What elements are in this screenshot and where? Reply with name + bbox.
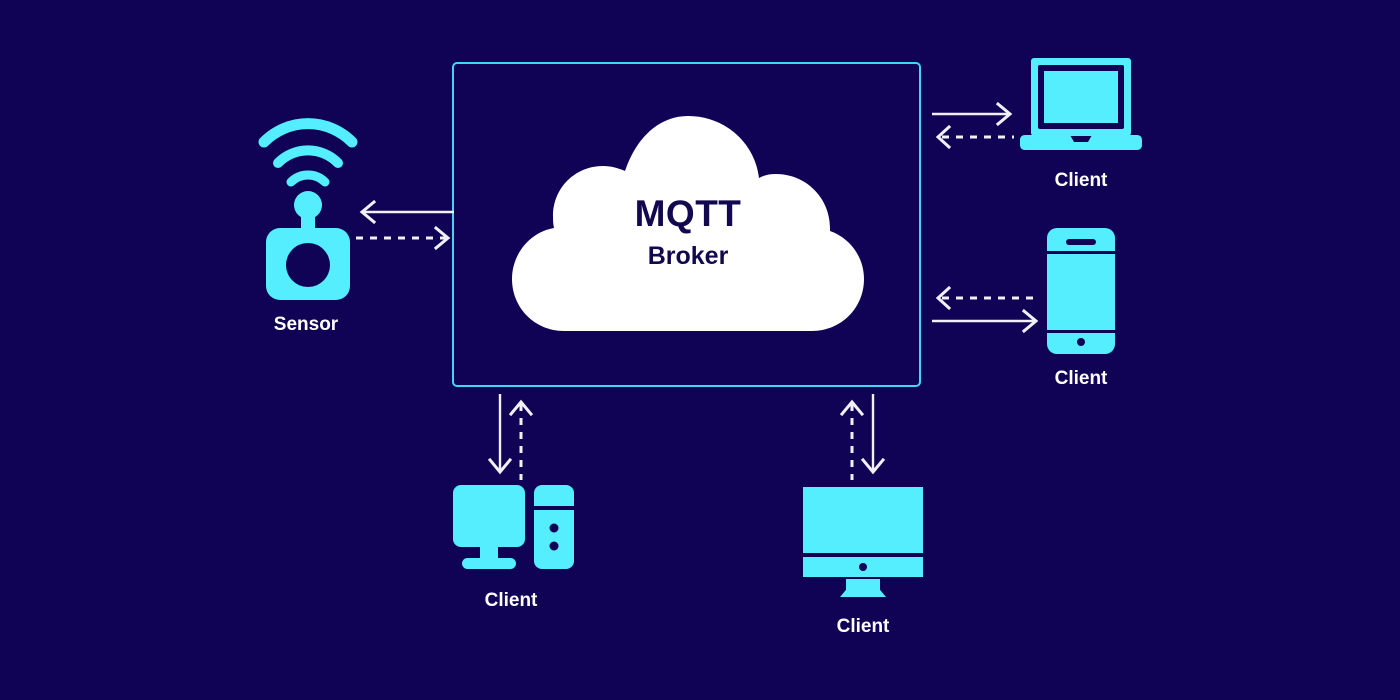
phone-client-label: Client <box>1054 368 1108 389</box>
broker-boundary-box <box>452 62 921 387</box>
cloud-shape <box>512 116 864 331</box>
laptop-broker-arrows <box>932 101 1014 150</box>
monitor-client-label: Client <box>836 616 890 637</box>
monitor-broker-arrows <box>839 394 886 480</box>
smartphone-icon <box>1047 228 1115 354</box>
laptop-icon <box>1020 58 1142 150</box>
desktop-broker-arrows <box>487 394 534 480</box>
sensor-label: Sensor <box>273 314 339 335</box>
wifi-sensor-icon <box>258 118 358 300</box>
phone-broker-arrows <box>932 285 1039 334</box>
all-in-one-monitor-icon <box>803 487 923 597</box>
desktop-client-label: Client <box>484 590 538 611</box>
laptop-client-label: Client <box>1054 170 1108 191</box>
sensor-broker-arrows <box>356 199 454 251</box>
desktop-computer-icon <box>453 485 574 569</box>
